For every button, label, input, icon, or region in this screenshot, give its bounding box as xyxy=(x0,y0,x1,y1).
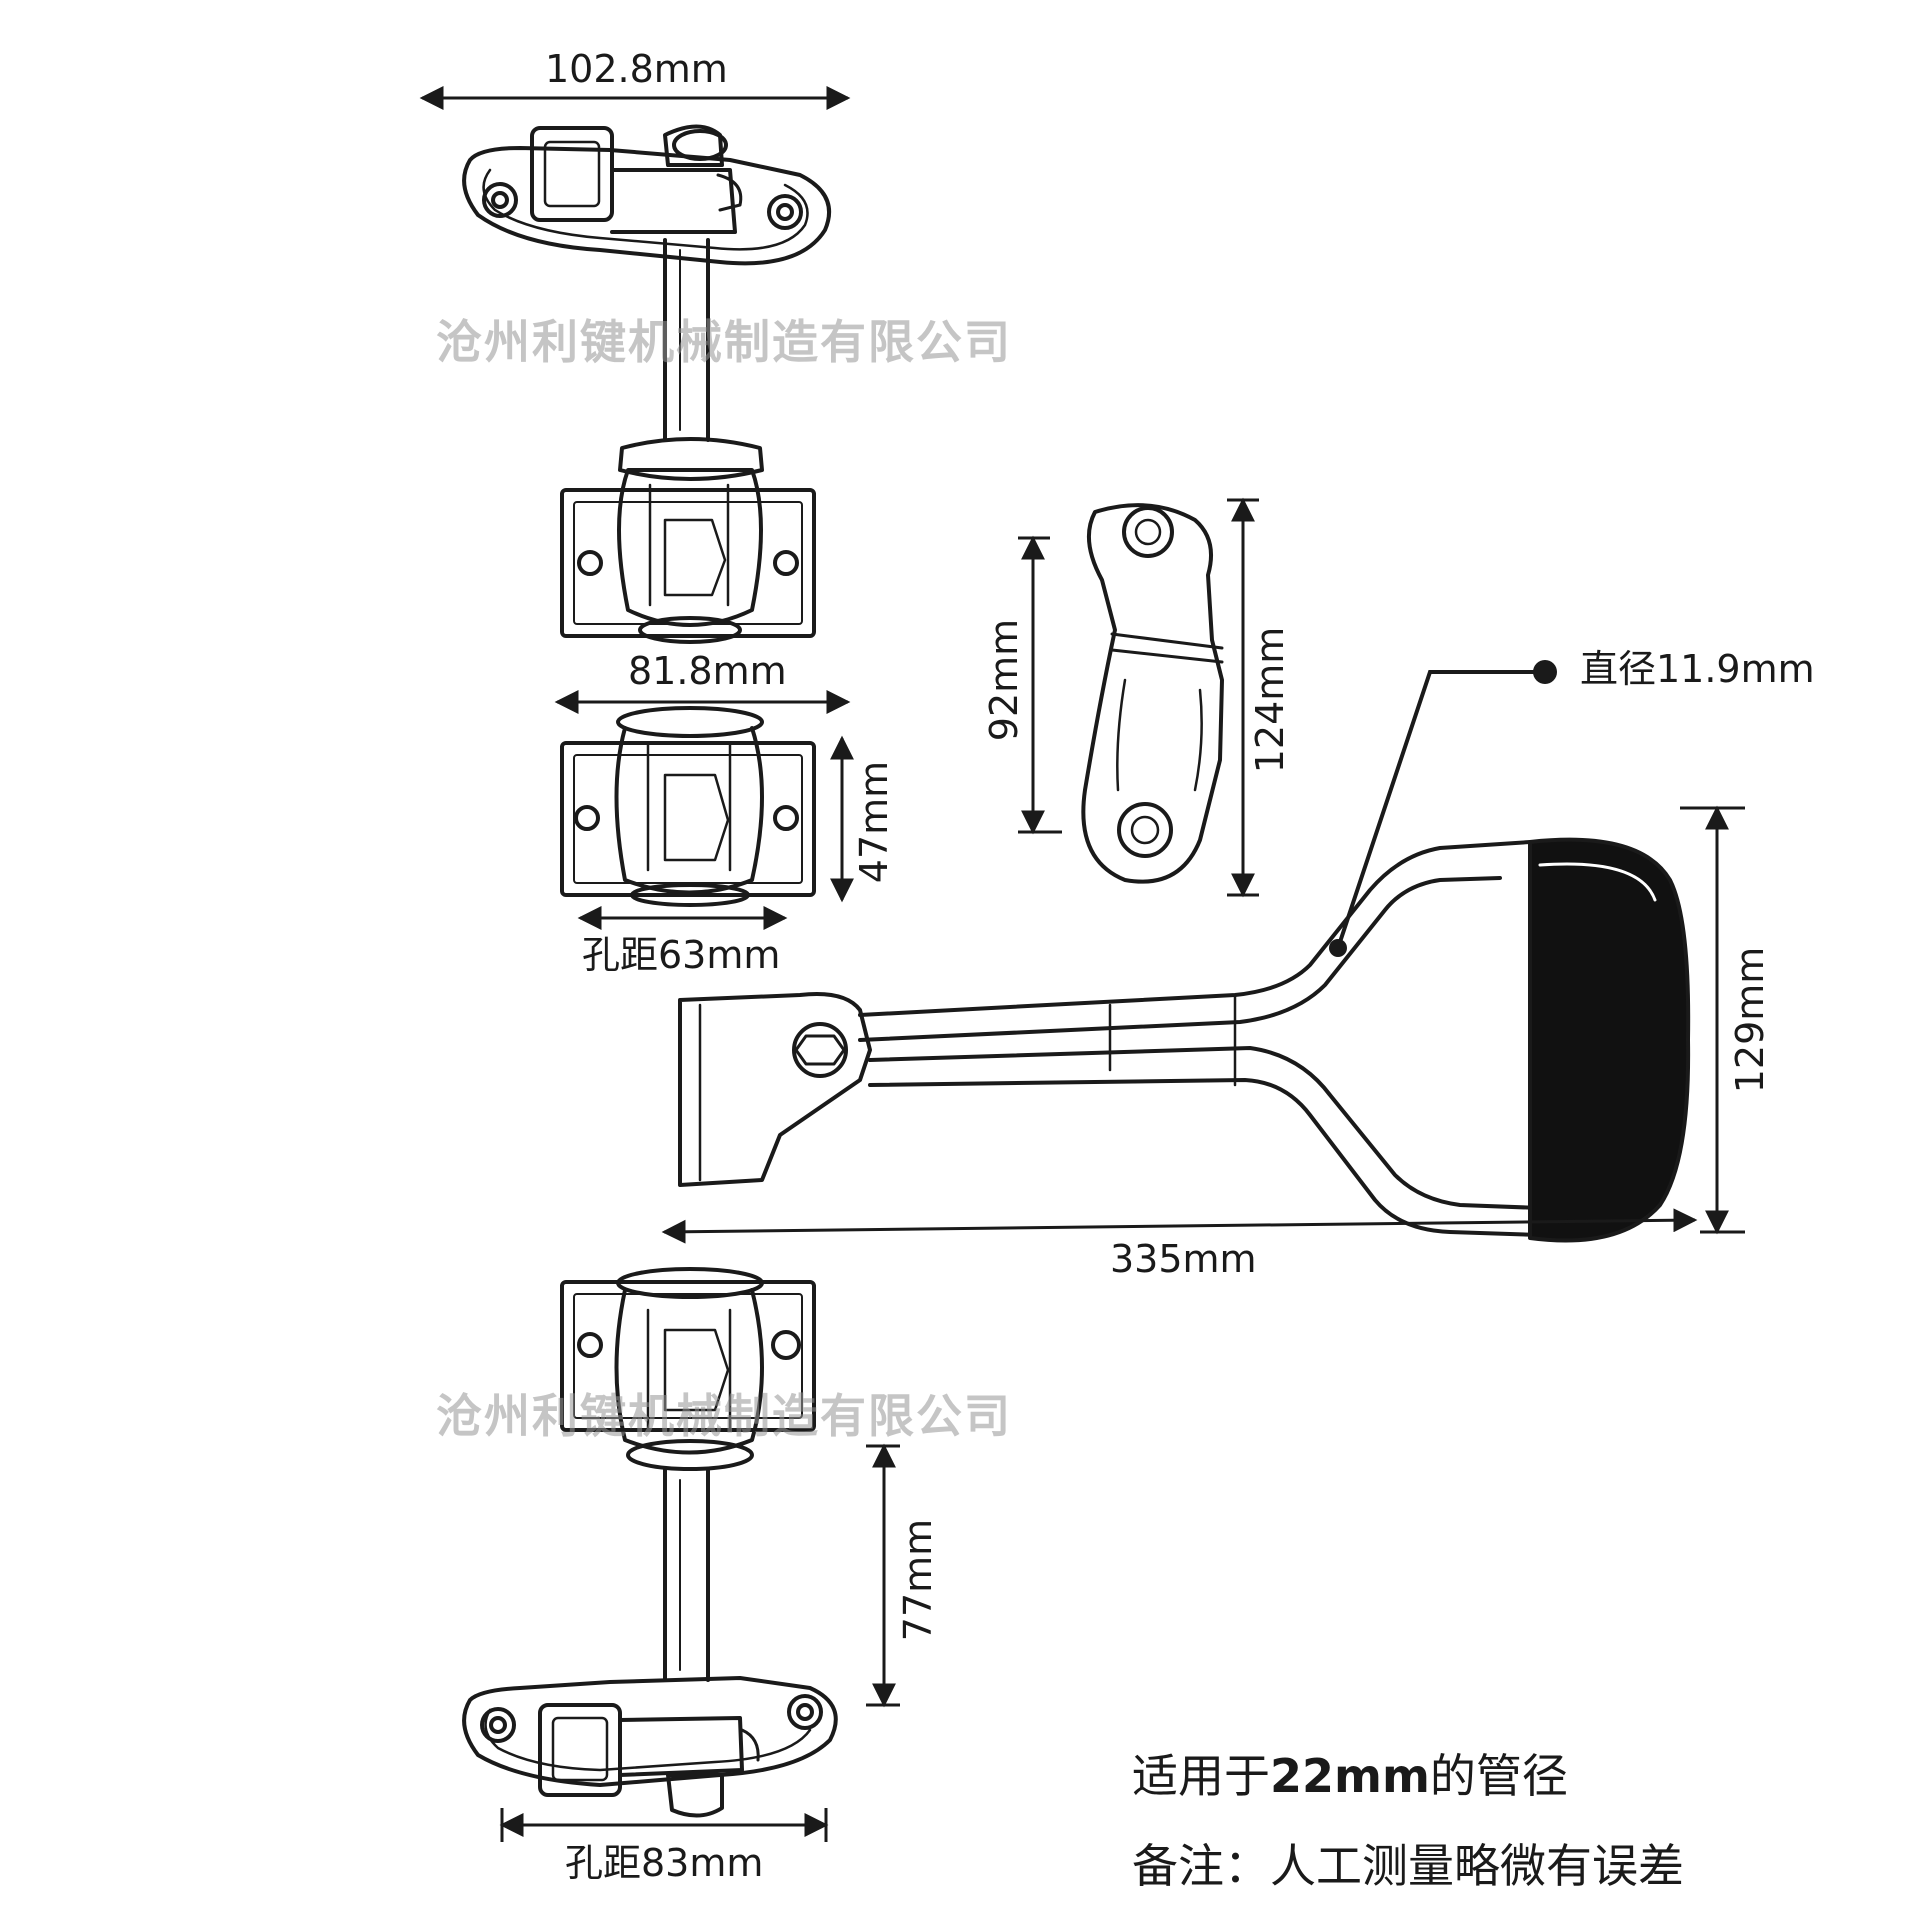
bottom-socket xyxy=(560,1267,816,1471)
dim-socket-hole-spacing: 孔距63mm xyxy=(582,933,781,977)
note-pipe-suffix: 的管径 xyxy=(1429,1749,1568,1803)
diameter-leader xyxy=(1329,660,1557,957)
handle xyxy=(678,837,1691,1243)
dim-bracket-inner: 92mm xyxy=(982,618,1026,742)
dim-handle-height: 129mm xyxy=(1728,946,1772,1094)
top-rod xyxy=(663,238,710,442)
top-hinge-plate xyxy=(462,124,831,266)
watermark-top: 沧州利键机械制造有限公司 xyxy=(436,315,1012,369)
dim-line-335 xyxy=(661,1208,1698,1244)
dim-handle-length: 335mm xyxy=(1110,1237,1257,1281)
top-socket xyxy=(560,437,816,644)
handle-grip xyxy=(1528,837,1691,1243)
dimension-lines xyxy=(419,86,1745,1842)
keeper-bracket xyxy=(1081,503,1224,884)
dim-bottom-hole-spacing: 孔距83mm xyxy=(565,1841,764,1885)
dim-bracket-outer: 124mm xyxy=(1248,626,1292,774)
dim-bottom-height: 77mm xyxy=(896,1518,940,1642)
dim-rod-diameter: 直径11.9mm xyxy=(1580,647,1815,691)
note-pipe-size: 适用于22mm的管径 xyxy=(1132,1740,1568,1806)
note-pipe-prefix: 适用于 xyxy=(1132,1749,1270,1803)
dim-socket-height: 47mm xyxy=(852,760,896,884)
note-pipe-value: 22mm xyxy=(1270,1749,1430,1803)
bottom-hinge-plate xyxy=(462,1676,838,1818)
watermark-bottom: 沧州利键机械制造有限公司 xyxy=(436,1389,1012,1443)
dim-top-width: 102.8mm xyxy=(545,47,728,91)
dim-socket-width: 81.8mm xyxy=(628,649,787,693)
bottom-rod xyxy=(663,1468,710,1682)
note-measurement-error: 备注：人工测量略微有误差 xyxy=(1132,1839,1684,1893)
middle-socket xyxy=(560,706,816,907)
